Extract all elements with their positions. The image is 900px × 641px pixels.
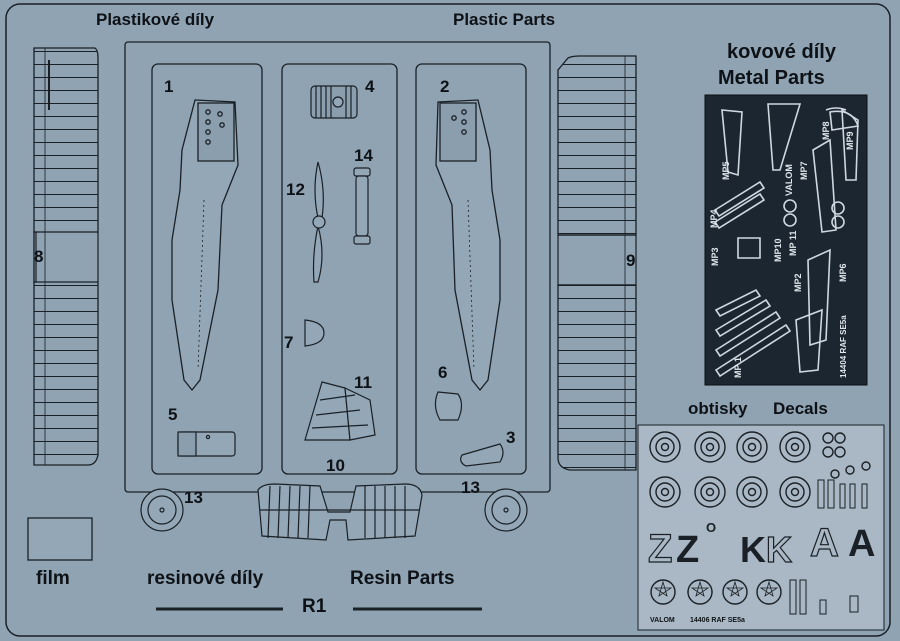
decal-letter-a2: A: [848, 523, 875, 565]
heading-decals-cz: obtisky: [688, 399, 748, 418]
heading-metal-parts-en: Metal Parts: [718, 67, 825, 89]
part-number-6: 6: [438, 363, 448, 382]
part-number-13-right: 13: [461, 478, 480, 497]
small-roundels: [822, 432, 871, 479]
part-number-12: 12: [286, 180, 305, 199]
metal-part-mp7: MP7: [799, 161, 809, 180]
metal-fret-product: 14404 RAF SE5a: [839, 315, 848, 378]
part-4-radiator: [310, 85, 358, 119]
metal-part-mp4: MP4: [709, 209, 719, 228]
part-10-center-section: [257, 483, 423, 541]
film-sheet: [27, 517, 93, 561]
part-12-propeller: [312, 161, 326, 283]
label-film: film: [36, 568, 70, 589]
star-roundels: [650, 579, 782, 605]
part-2-fuselage-right: [435, 99, 501, 392]
heading-resin-parts-en: Resin Parts: [350, 568, 455, 589]
part-7: [304, 319, 325, 347]
part-8-left-wing: [33, 47, 99, 466]
metal-part-mp5: MP5: [721, 161, 731, 180]
part-9-right-wing: [557, 55, 637, 471]
metal-part-mp1: MP 1: [733, 357, 743, 378]
part-number-10: 10: [326, 456, 345, 475]
part-number-13-left: 13: [184, 488, 203, 507]
part-number-4: 4: [365, 77, 375, 96]
part-14-exhaust: [353, 167, 371, 245]
part-number-5: 5: [168, 405, 178, 424]
heading-resin-parts-cz: resinové díly: [147, 568, 264, 589]
part-number-3: 3: [506, 428, 516, 447]
part-number-8: 8: [34, 247, 44, 266]
part-number-14: 14: [354, 146, 373, 165]
label-resin-sprue: R1: [302, 596, 327, 617]
sheet-border: [5, 3, 891, 637]
decal-letter-z-solid: Z: [676, 529, 699, 571]
part-1-fuselage-left: [171, 99, 239, 392]
metal-part-mp6: MP6: [838, 263, 848, 282]
part-number-9: 9: [626, 251, 636, 270]
heading-plastic-parts-cz: Plastikové díly: [96, 10, 215, 29]
metal-part-mp8: MP8: [821, 121, 831, 140]
part-13-wheel-right: [484, 488, 528, 532]
heading-plastic-parts-en: Plastic Parts: [453, 10, 556, 29]
decal-sheet: Z Z O K K A A: [637, 424, 885, 631]
decal-letter-k1: K: [740, 529, 766, 570]
metal-part-mp9: MP9: [845, 131, 855, 150]
metal-part-mp11: MP 11: [788, 230, 798, 256]
part-number-7: 7: [284, 333, 294, 352]
metal-part-mp2: MP2: [793, 273, 803, 292]
decal-letter-k2: K: [766, 529, 792, 570]
stripes: [789, 479, 868, 615]
part-number-11: 11: [354, 373, 372, 392]
metal-part-mp3: MP3: [710, 247, 720, 266]
roundels-row1: [649, 431, 811, 463]
part-5-seat: [177, 431, 236, 457]
metal-part-mp10: MP10: [773, 238, 783, 262]
part-number-2: 2: [440, 77, 450, 96]
decal-sheet-product: 14406 RAF SE5a: [690, 617, 745, 624]
roundels-row2: [649, 476, 811, 508]
part-number-1: 1: [164, 77, 174, 96]
decal-letter-o: O: [706, 520, 716, 535]
part-6: [434, 391, 463, 421]
metal-fret-brand: VALOM: [784, 164, 794, 196]
sprue-frame: [124, 41, 551, 493]
part-11-tailplane: [304, 381, 376, 441]
heading-metal-parts-cz: kovové díly: [727, 41, 836, 63]
decal-sheet-brand: VALOM: [650, 617, 675, 624]
metal-fret: [704, 94, 868, 386]
decal-letter-a1: A: [810, 521, 839, 565]
part-3: [460, 443, 504, 467]
decal-letter-z-outline: Z: [648, 527, 672, 571]
heading-decals-en: Decals: [773, 399, 828, 418]
part-13-wheel-left: [140, 488, 184, 532]
